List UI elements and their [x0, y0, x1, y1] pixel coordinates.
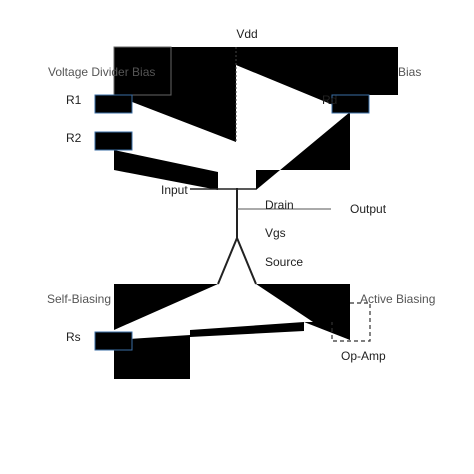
r2-label: R2 [66, 131, 82, 145]
rd-resistor [331, 94, 370, 114]
drain-label: Drain [265, 198, 294, 212]
r1-resistor [94, 94, 133, 114]
source-label: Source [265, 255, 303, 269]
voltage-divider-box-outline [113, 46, 172, 96]
rs-label: Rs [66, 330, 81, 344]
voltage-divider-bias-label: Voltage Divider Bias [48, 65, 155, 79]
r1-label: R1 [66, 93, 82, 107]
output-label: Output [350, 202, 387, 216]
r2-resistor [94, 131, 133, 151]
input-label: Input [161, 183, 188, 197]
top-right-region [236, 47, 398, 112]
top-left-region [114, 47, 236, 142]
rs-resistor [94, 331, 133, 351]
bottom-right-wedge [304, 322, 350, 340]
op-amp-box [331, 302, 371, 342]
top-left-lower-region [114, 150, 218, 190]
vgs-label: Vgs [265, 226, 286, 240]
drain-feedback-bias-label: Bias [398, 65, 421, 79]
bottom-left-lower-region [114, 335, 190, 379]
top-right-lower-region [256, 112, 350, 190]
bottom-left-upper-region [114, 284, 218, 330]
vdd-label: Vdd [236, 27, 257, 41]
op-amp-label: Op-Amp [341, 349, 386, 363]
source-fork [217, 235, 257, 285]
active-biasing-label: Active Biasing [360, 292, 435, 306]
top-right-gate-notch [256, 170, 280, 190]
self-biasing-label: Self-Biasing [47, 292, 111, 306]
bottom-connector-strip [190, 322, 304, 337]
rd-label: Rd [322, 93, 337, 107]
